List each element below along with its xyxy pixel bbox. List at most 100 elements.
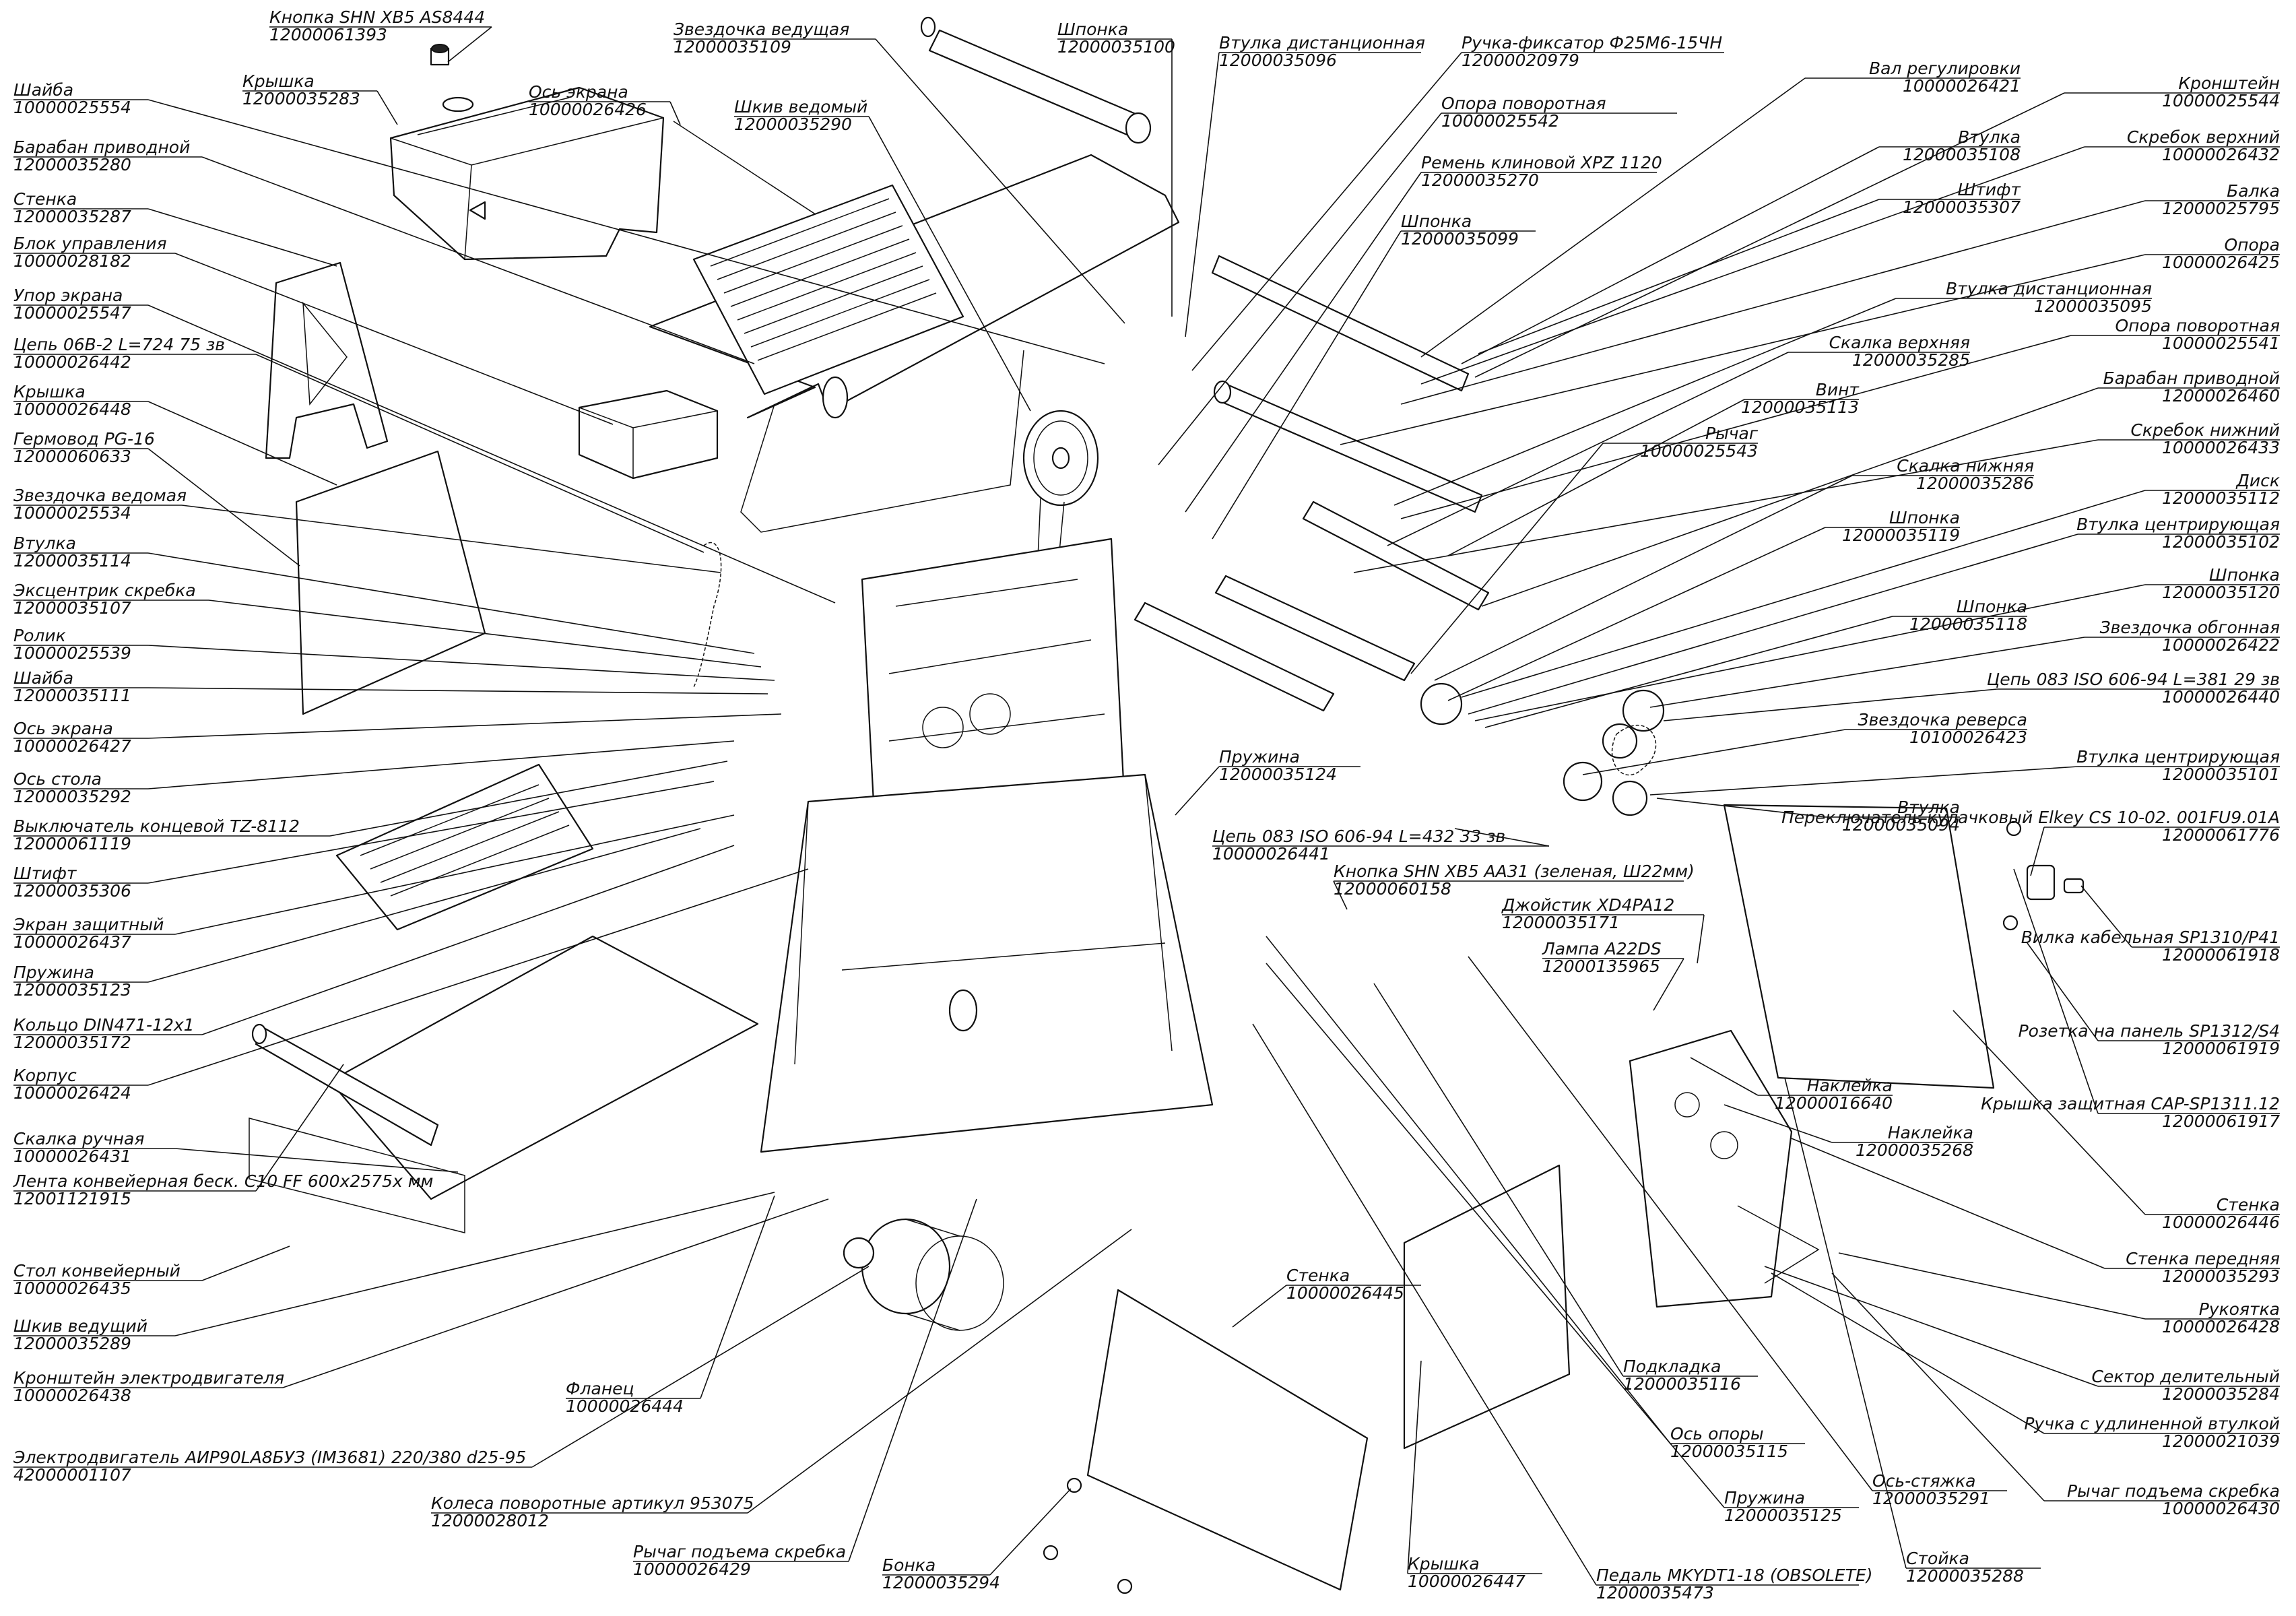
left-table xyxy=(249,935,759,1233)
callout-leader xyxy=(282,1198,829,1388)
callout-code: 12000035268 xyxy=(1856,1140,1973,1160)
callout-c60: Цепь 083 ISO 606-94 L=381 29 зв100000264… xyxy=(1663,670,2280,721)
callout-leader xyxy=(1420,77,1806,358)
callout-name: Выключатель концевой TZ-8112 xyxy=(13,816,300,836)
callout-leader xyxy=(174,253,614,425)
callout-name: Балка xyxy=(2227,181,2280,201)
callout-name: Барабан приводной xyxy=(2103,368,2280,388)
callout-leader xyxy=(1266,963,1725,1508)
button-top-part xyxy=(430,44,450,66)
callout-name: Вилка кабельная SP1310/P41 xyxy=(2021,928,2280,947)
callout-name: Шпонка xyxy=(1957,597,2027,616)
rolling-pin-top xyxy=(920,16,1152,144)
callout-leader xyxy=(1232,1285,1287,1328)
callout-leader xyxy=(255,1064,344,1192)
callout-code: 10000026437 xyxy=(13,932,131,952)
sprockets xyxy=(1420,682,1665,816)
callout-leader xyxy=(1468,956,1873,1491)
callout-name: Рукоятка xyxy=(2199,1299,2280,1319)
callout-leader xyxy=(1468,534,2078,715)
callout-c67: Кнопка SHN XB5 AA31 (зеленая, Ш22мм)1200… xyxy=(1333,862,1695,910)
callout-name: Опора поворотная xyxy=(1441,94,1606,113)
rollers-upper xyxy=(1134,255,1490,712)
callout-code: 10000026422 xyxy=(2162,635,2280,655)
callout-leader xyxy=(669,101,681,125)
callout-code: 12000035270 xyxy=(1421,170,1539,190)
callout-c91: Педаль MKYDT1-18 (OBSOLETE)12000035473 xyxy=(1252,1023,1873,1603)
callout-name: Фланец xyxy=(566,1379,634,1398)
callout-leader xyxy=(329,761,728,837)
callout-leader xyxy=(1953,1010,2146,1215)
callout-name: Ось экрана xyxy=(529,82,628,102)
callout-name: Кнопка SHN XB5 AS8444 xyxy=(269,7,485,27)
callout-code: 12000035116 xyxy=(1623,1374,1741,1394)
callout-name: Цепь 083 ISO 606-94 L=432 33 зв xyxy=(1212,827,1505,846)
callout-leader xyxy=(208,600,762,668)
callout-leader xyxy=(147,713,782,739)
machine-drawing xyxy=(249,16,2085,1594)
callout-leader xyxy=(1447,527,1826,701)
callout-name: Корпус xyxy=(13,1066,77,1085)
callout-code: 10000025543 xyxy=(1640,441,1758,461)
callout-name: Звездочка ведомая xyxy=(13,486,187,505)
callout-name: Электродвигатель АИР90LA8БУЗ (IM3681) 22… xyxy=(13,1448,526,1467)
callout-code: 12000035113 xyxy=(1741,397,1859,417)
callout-name: Стойка xyxy=(1906,1549,1969,1568)
callout-code: 12000026460 xyxy=(2162,386,2280,406)
callout-code: 12000035283 xyxy=(242,89,360,108)
top-cover-part xyxy=(389,86,665,261)
callout-leader xyxy=(1434,475,1853,681)
callout-name: Вал регулировки xyxy=(1869,59,2021,78)
callout-leader xyxy=(1656,798,1826,818)
callout-leader xyxy=(2080,885,2132,948)
callout-name: Бонка xyxy=(882,1555,936,1575)
callout-leader xyxy=(1447,399,1745,556)
callout-leader xyxy=(1649,766,2078,796)
callout-leader xyxy=(1420,146,2085,385)
callout-code: 10000026448 xyxy=(13,399,131,419)
callout-name: Втулка дистанционная xyxy=(1946,279,2152,298)
callout-name: Пружина xyxy=(1724,1488,1805,1508)
callout-leader xyxy=(147,99,1105,364)
chain-083-loop xyxy=(1611,725,1657,776)
callout-leader xyxy=(1690,1057,1759,1096)
callout-leader xyxy=(1838,1252,2146,1320)
callout-name: Наклейка xyxy=(1888,1123,1973,1142)
callout-code: 10000026441 xyxy=(1212,844,1330,864)
callout-code: 10000025554 xyxy=(13,98,131,117)
callout-code: 12000060633 xyxy=(13,447,131,466)
callout-leader xyxy=(1212,230,1402,540)
callout-leader xyxy=(1791,1138,2105,1269)
callout-leader xyxy=(1474,584,2146,721)
callout-code: 12000035120 xyxy=(2162,583,2280,602)
callout-name: Переключатель кулачковый Elkey CS 10-02.… xyxy=(1781,808,2280,827)
callout-code: 12000035171 xyxy=(1502,913,1620,932)
protective-screen xyxy=(335,763,594,931)
callout-code: 10000026424 xyxy=(13,1083,131,1103)
callout-name: Цепь 083 ISO 606-94 L=381 29 зв xyxy=(1987,670,2280,689)
callout-name: Ось опоры xyxy=(1670,1424,1764,1444)
callout-code: 12000035286 xyxy=(1916,474,2034,493)
callout-leader xyxy=(1393,298,1897,506)
callout-name: Гермовод PG-16 xyxy=(13,429,155,449)
callout-leader xyxy=(147,552,755,654)
callout-name: Скалка ручная xyxy=(13,1129,144,1149)
callout-name: Опора xyxy=(2224,235,2280,255)
callout-name: Розетка на панель SP1312/S4 xyxy=(2019,1021,2280,1041)
callout-name: Рычаг подъема скребка xyxy=(633,1542,846,1561)
